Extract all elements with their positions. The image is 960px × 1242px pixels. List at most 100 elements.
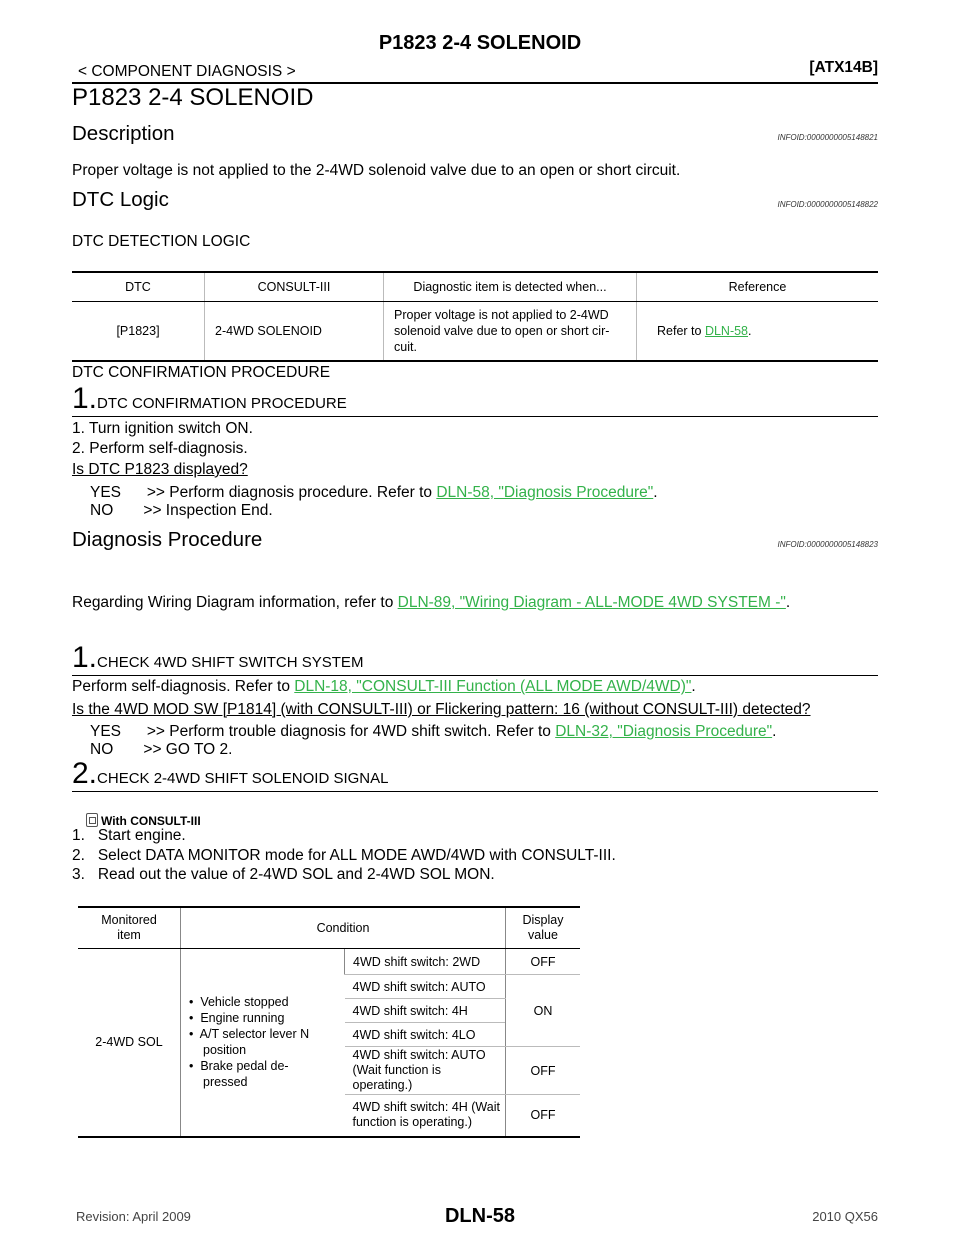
step-title: CHECK 4WD SHIFT SWITCH SYSTEM (97, 654, 364, 671)
condition-text: position (203, 1043, 247, 1058)
with-consult-text: With CONSULT-III (101, 814, 201, 828)
dtc-table: DTC CONSULT-III Diagnostic item is detec… (72, 271, 878, 362)
step-item: 2. Perform self-diagnosis. (72, 440, 248, 457)
with-consult-label: With CONSULT-III (86, 813, 201, 828)
diagnosis-procedure-link[interactable]: DLN-58, "Diagnosis Procedure" (436, 484, 654, 501)
step-rule (72, 791, 878, 792)
reference-suffix: . (748, 324, 752, 338)
switch-line: function is operating.) (352, 1115, 473, 1130)
dtc-code-cell: [P1823] (116, 324, 160, 338)
header-line: Display (522, 913, 564, 927)
condition-text: Engine running (200, 1011, 285, 1026)
step-rule (72, 416, 878, 417)
self-diagnosis-suffix: . (691, 678, 696, 695)
no-answer: NO >> Inspection End. (90, 502, 273, 519)
dtc-detection-heading: DTC DETECTION LOGIC (72, 233, 251, 250)
step-number: 1. (72, 641, 98, 674)
step-item: 2. Select DATA MONITOR mode for ALL MODE… (72, 847, 616, 864)
dtc-logic-heading: DTC Logic (72, 188, 169, 211)
step-title: CHECK 2-4WD SHIFT SOLENOID SIGNAL (97, 770, 389, 787)
detected-line: solenoid valve due to open or short cir- (394, 324, 610, 338)
step-item: 3. Read out the value of 2-4WD SOL and 2… (72, 866, 495, 883)
yes-suffix: . (772, 723, 777, 740)
condition-text: Vehicle stopped (200, 995, 289, 1010)
condition-text: pressed (203, 1075, 248, 1090)
condition-item: • Vehicle stopped (189, 995, 289, 1010)
shift-switch-diagnosis-link[interactable]: DLN-32, "Diagnosis Procedure" (555, 723, 773, 740)
model-code: [ATX14B] (809, 59, 878, 76)
yes-answer: YES >> Perform diagnosis procedure. Refe… (90, 484, 658, 502)
yes-answer: YES >> Perform trouble diagnosis for 4WD… (90, 723, 776, 741)
page-title: P1823 2-4 SOLENOID (72, 84, 314, 111)
wiring-suffix: . (785, 594, 791, 611)
step-number: 1. (72, 382, 98, 415)
value-cell: OFF (505, 1094, 580, 1137)
consult-function-link[interactable]: DLN-18, "CONSULT-III Function (ALL MODE … (294, 678, 692, 695)
condition-item: • Brake pedal de- (189, 1059, 289, 1074)
self-diagnosis-reference: Perform self-diagnosis. Refer to DLN-18,… (72, 678, 696, 696)
consult-tool-icon (86, 813, 98, 827)
detected-cell: Proper voltage is not applied to 2-4WD s… (383, 301, 637, 361)
diagnosis-infoid: INFOID:0000000005148823 (777, 540, 878, 549)
yes-text: YES >> Perform trouble diagnosis for 4WD… (90, 723, 556, 740)
step-heading: 1.DTC CONFIRMATION PROCEDURE (72, 384, 347, 414)
step-question: Is DTC P1823 displayed? (72, 461, 248, 478)
running-header-title: P1823 2-4 SOLENOID (378, 32, 582, 54)
switch-cell: 4WD shift switch: AUTO (344, 974, 506, 999)
diagnosis-heading: Diagnosis Procedure (72, 528, 263, 551)
wiring-text: Regarding Wiring Diagram information, re… (72, 594, 398, 611)
condition-text: A/T selector lever N (199, 1027, 310, 1042)
condition-header: Condition (180, 907, 506, 949)
condition-item: • Engine running (189, 1011, 285, 1026)
step-number: 2. (72, 757, 98, 790)
model-year-label: 2010 QX56 (812, 1209, 878, 1224)
header-line: Monitored (101, 913, 157, 927)
detected-line: Proper voltage is not applied to 2-4WD (394, 308, 609, 322)
step-title: DTC CONFIRMATION PROCEDURE (97, 395, 347, 412)
section-label: < COMPONENT DIAGNOSIS > (78, 63, 296, 80)
no-answer: NO >> GO TO 2. (90, 741, 233, 758)
detected-col-header: Diagnostic item is detected when... (383, 272, 637, 302)
condition-list: • Vehicle stopped • Engine running • A/T… (180, 948, 345, 1137)
reference-col-header: Reference (636, 272, 878, 302)
condition-item: • A/T selector lever N (189, 1027, 310, 1042)
switch-cell: 4WD shift switch: AUTO(Wait function is … (344, 1046, 506, 1095)
page-number: DLN-58 (444, 1205, 515, 1227)
consult-cell: 2-4WD SOLENOID (204, 301, 384, 361)
yes-text: YES >> Perform diagnosis procedure. Refe… (90, 484, 437, 501)
header-line: value (528, 928, 558, 942)
wiring-reference: Regarding Wiring Diagram information, re… (72, 594, 790, 612)
wiring-diagram-link[interactable]: DLN-89, "Wiring Diagram - ALL-MODE 4WD S… (397, 594, 786, 611)
switch-line: 4WD shift switch: AUTO (352, 1048, 486, 1062)
dtc-logic-infoid: INFOID:0000000005148822 (777, 200, 878, 209)
header-rule (72, 82, 878, 84)
reference-cell: Refer to DLN-58. (636, 301, 878, 361)
step-question: Is the 4WD MOD SW [P1814] (with CONSULT-… (72, 701, 811, 718)
description-infoid: INFOID:0000000005148821 (777, 133, 878, 142)
description-heading: Description (72, 122, 175, 145)
switch-cell: 4WD shift switch: 2WD (344, 948, 506, 975)
value-cell: ON (505, 974, 580, 1047)
consult-col-header: CONSULT-III (204, 272, 384, 302)
switch-cell: 4WD shift switch: 4LO (344, 1022, 506, 1047)
step-heading: 1.CHECK 4WD SHIFT SWITCH SYSTEM (72, 643, 363, 673)
condition-text: Brake pedal de- (200, 1059, 289, 1074)
confirmation-heading: DTC CONFIRMATION PROCEDURE (72, 364, 331, 381)
switch-line: 4WD shift switch: 4H (Wait (352, 1100, 500, 1115)
value-cell: OFF (505, 1046, 580, 1095)
value-cell: OFF (505, 948, 580, 975)
description-text: Proper voltage is not applied to the 2-4… (72, 162, 681, 179)
yes-suffix: . (653, 484, 658, 501)
dtc-col-header: DTC (72, 272, 205, 302)
step-item: 1. Start engine. (72, 827, 186, 844)
self-diagnosis-text: Perform self-diagnosis. Refer to (72, 678, 295, 695)
monitored-item-cell: 2-4WD SOL (78, 948, 181, 1137)
step-item: 1. Turn ignition switch ON. (72, 420, 253, 437)
header-line: item (117, 928, 141, 942)
reference-prefix: Refer to (657, 324, 705, 338)
dln-58-link[interactable]: DLN-58 (704, 324, 749, 338)
